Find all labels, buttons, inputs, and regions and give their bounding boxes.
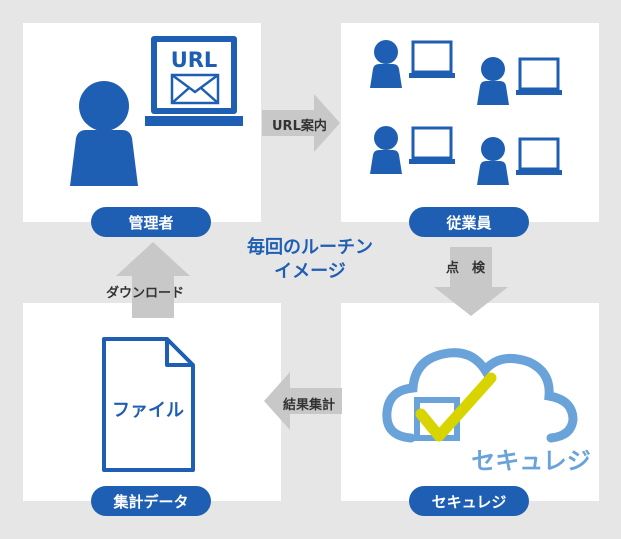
center-title-line2: イメージ (274, 261, 346, 282)
center-title-line1: 毎回のルーチン (247, 237, 373, 258)
arrow-up-download (116, 242, 190, 318)
arrow-label-url: URL案内 (272, 119, 327, 134)
admin-label-pill: 管理者 (91, 207, 211, 237)
arrow-label-check: 点 検 (446, 261, 486, 276)
employee-2-icon (477, 57, 562, 105)
employees-group-icon (370, 40, 562, 185)
arrow-down-check (434, 247, 508, 316)
file-icon: ファイル (102, 337, 195, 472)
employees-label-pill: 従業員 (409, 207, 529, 237)
aggregate-label-pill: 集計データ (91, 486, 211, 516)
employee-4-icon (477, 137, 562, 185)
securegi-label-pill: セキュレジ (409, 486, 529, 516)
securegi-logo-text: セキュレジ (471, 447, 591, 475)
file-icon-text: ファイル (112, 400, 184, 421)
arrow-left-results (264, 372, 342, 430)
laptop-url-mail-icon: URL (145, 36, 243, 126)
url-icon-text: URL (171, 48, 218, 72)
employee-3-icon (370, 126, 455, 174)
securegi-cloud-logo-icon: セキュレジ (382, 348, 591, 475)
arrow-label-results: 結果集計 (283, 398, 336, 413)
arrow-right-url (262, 94, 340, 152)
employee-1-icon (370, 40, 455, 88)
admin-person-icon (70, 81, 138, 186)
center-title: 毎回のルーチン イメージ (205, 236, 415, 284)
arrow-label-download: ダウンロード (106, 286, 185, 301)
